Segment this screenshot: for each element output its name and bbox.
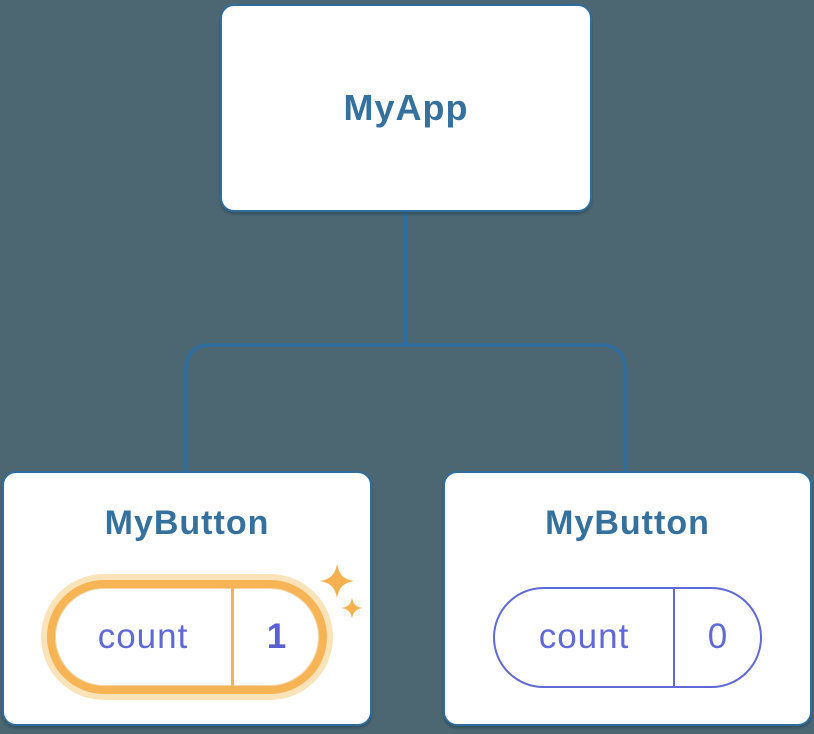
node-label: MyButton [104, 504, 270, 542]
state-name-label: count [538, 617, 630, 657]
pill-divider [673, 588, 675, 686]
component-node-mybutton-1: MyButton count 1 [2, 471, 372, 726]
state-value-label: 0 [707, 617, 728, 657]
component-node-myapp: MyApp [220, 4, 592, 212]
sparkles-icon [319, 563, 363, 619]
component-node-mybutton-2: MyButton count 0 [443, 471, 812, 726]
state-name-label: count [97, 616, 189, 656]
pill-divider [231, 587, 234, 686]
state-value-label: 1 [266, 616, 287, 656]
state-pill-highlighted: count 1 [47, 579, 327, 694]
state-pill: count 0 [493, 586, 762, 688]
node-label: MyButton [545, 504, 710, 542]
node-label: MyApp [343, 87, 469, 129]
connector-bracket [184, 343, 627, 473]
